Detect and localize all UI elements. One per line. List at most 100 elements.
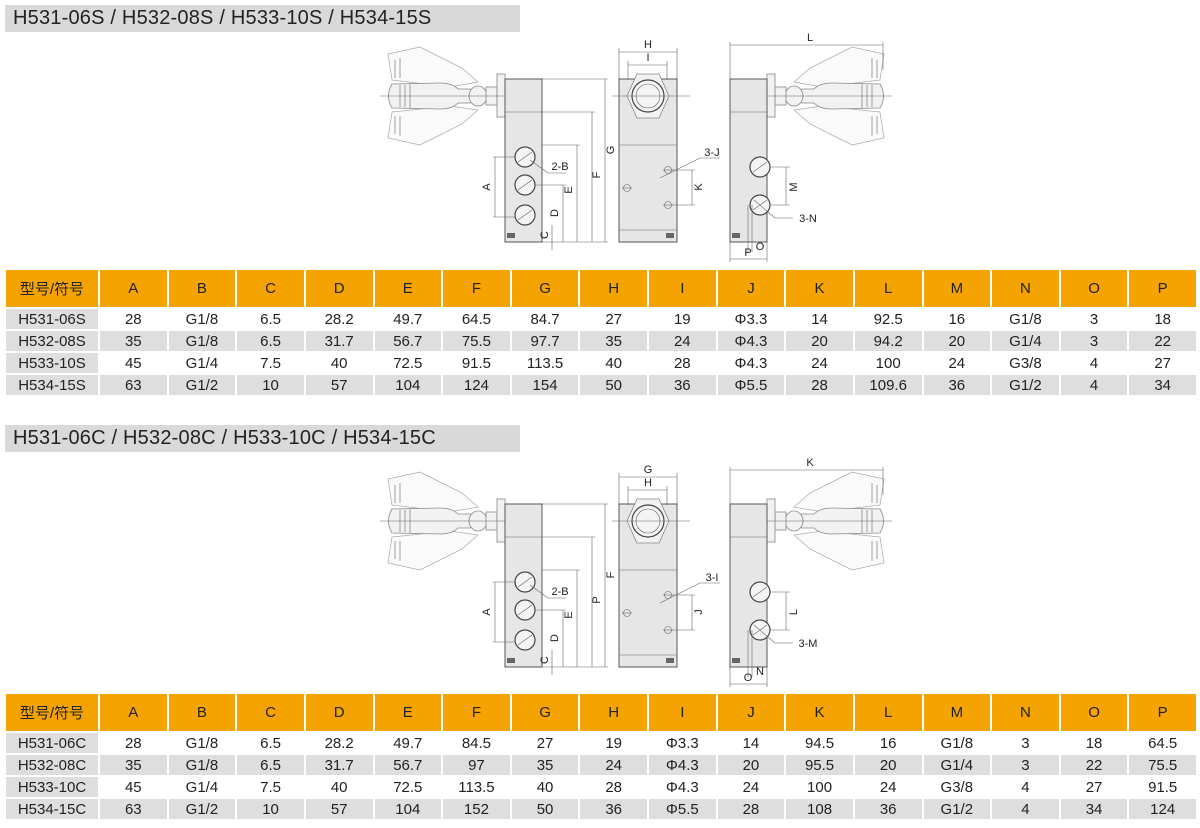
table-cell: 20 [923, 331, 991, 351]
table-cell: 154 [511, 375, 579, 395]
table-cell: 4 [1060, 353, 1128, 373]
table-cell: 16 [854, 733, 922, 753]
table-cell: 28.2 [305, 733, 373, 753]
dimension-label-k: K [693, 183, 705, 191]
table-cell: 22 [1129, 331, 1196, 351]
dimension-label-i: H [644, 477, 652, 489]
table-cell: 75.5 [1129, 755, 1196, 775]
column-header: B [168, 694, 236, 731]
dimension-label-g: F [605, 571, 617, 578]
dimension-label-l: L [807, 32, 813, 44]
section1-title: H531-06S / H532-08S / H533-10S / H534-15… [5, 5, 520, 32]
table-cell: 27 [580, 309, 647, 329]
table-cell: G1/8 [168, 733, 236, 753]
column-header: K [786, 270, 853, 307]
table-cell: 49.7 [374, 733, 442, 753]
table-cell: 75.5 [443, 331, 510, 351]
dimension-label-f: F [591, 171, 603, 178]
table-cell: 36 [580, 799, 647, 819]
table-cell: 50 [580, 375, 647, 395]
column-header: D [305, 270, 373, 307]
column-header: G [511, 694, 579, 731]
column-header: L [854, 694, 922, 731]
table-cell: 6.5 [237, 733, 304, 753]
table-cell: 72.5 [374, 777, 442, 797]
column-header: A [100, 694, 167, 731]
model-cell: H533-10C [6, 777, 98, 797]
table-cell: 152 [443, 799, 510, 819]
column-header: E [374, 694, 442, 731]
table-cell: 35 [580, 331, 647, 351]
dimension-label-port-n: 3-N [799, 213, 817, 225]
model-cell: H533-10S [6, 353, 98, 373]
dimension-label-h: G [644, 464, 653, 476]
table-cell: G1/4 [168, 353, 236, 373]
column-header: E [374, 270, 442, 307]
table-cell: 31.7 [305, 755, 373, 775]
column-header: P [1129, 694, 1196, 731]
column-header: P [1129, 270, 1196, 307]
dimension-label-port-b: 2-B [551, 586, 568, 598]
column-header: O [1060, 270, 1128, 307]
column-header: 型号/符号 [6, 270, 98, 307]
column-header: C [237, 270, 304, 307]
table-cell: 104 [374, 375, 442, 395]
column-header: I [649, 270, 716, 307]
dimension-label-a: A [481, 608, 493, 616]
model-cell: H532-08C [6, 755, 98, 775]
table-cell: 113.5 [511, 353, 579, 373]
table-cell: 64.5 [1129, 733, 1196, 753]
dimension-label-k: J [693, 609, 705, 615]
table-cell: 36 [923, 375, 991, 395]
table-cell: 24 [649, 331, 716, 351]
table-cell: G3/8 [992, 353, 1059, 373]
dimension-label-h: H [644, 39, 652, 51]
table-cell: 97.7 [511, 331, 579, 351]
table-cell: 31.7 [305, 331, 373, 351]
lever-handle [766, 46, 885, 146]
table-cell: 14 [786, 309, 853, 329]
dimension-label-i: I [646, 52, 649, 64]
table-cell: 72.5 [374, 353, 442, 373]
table-cell: 40 [511, 777, 579, 797]
dimension-label-hole: 3-J [704, 147, 719, 159]
dimension-label-c: C [539, 656, 551, 664]
table-cell: 27 [1129, 353, 1196, 373]
table-cell: 94.2 [854, 331, 922, 351]
table-cell: Φ3.3 [649, 733, 716, 753]
table-cell: 95.5 [786, 755, 853, 775]
table-cell: G1/8 [168, 755, 236, 775]
table-cell: 56.7 [374, 331, 442, 351]
column-header: H [580, 270, 647, 307]
table-cell: Φ5.5 [717, 375, 785, 395]
table-cell: G1/2 [168, 799, 236, 819]
table-cell: 20 [786, 331, 853, 351]
dimension-label-p: P [744, 247, 751, 259]
column-header: F [443, 270, 510, 307]
model-cell: H531-06S [6, 309, 98, 329]
table-cell: 28.2 [305, 309, 373, 329]
column-header: M [923, 694, 991, 731]
table-cell: 16 [923, 309, 991, 329]
table-cell: 3 [1060, 309, 1128, 329]
table-cell: 20 [717, 755, 785, 775]
table-cell: G1/2 [168, 375, 236, 395]
table-cell: 24 [786, 353, 853, 373]
table-cell: 24 [717, 777, 785, 797]
table-cell: 36 [854, 799, 922, 819]
table-cell: G1/8 [168, 331, 236, 351]
table-cell: 91.5 [443, 353, 510, 373]
table-cell: 56.7 [374, 755, 442, 775]
column-header: O [1060, 694, 1128, 731]
dimension-label-g: G [605, 146, 617, 155]
table-cell: 24 [854, 777, 922, 797]
column-header: 型号/符号 [6, 694, 98, 731]
dimension-label-o: O [756, 241, 765, 253]
table-cell: 94.5 [786, 733, 853, 753]
